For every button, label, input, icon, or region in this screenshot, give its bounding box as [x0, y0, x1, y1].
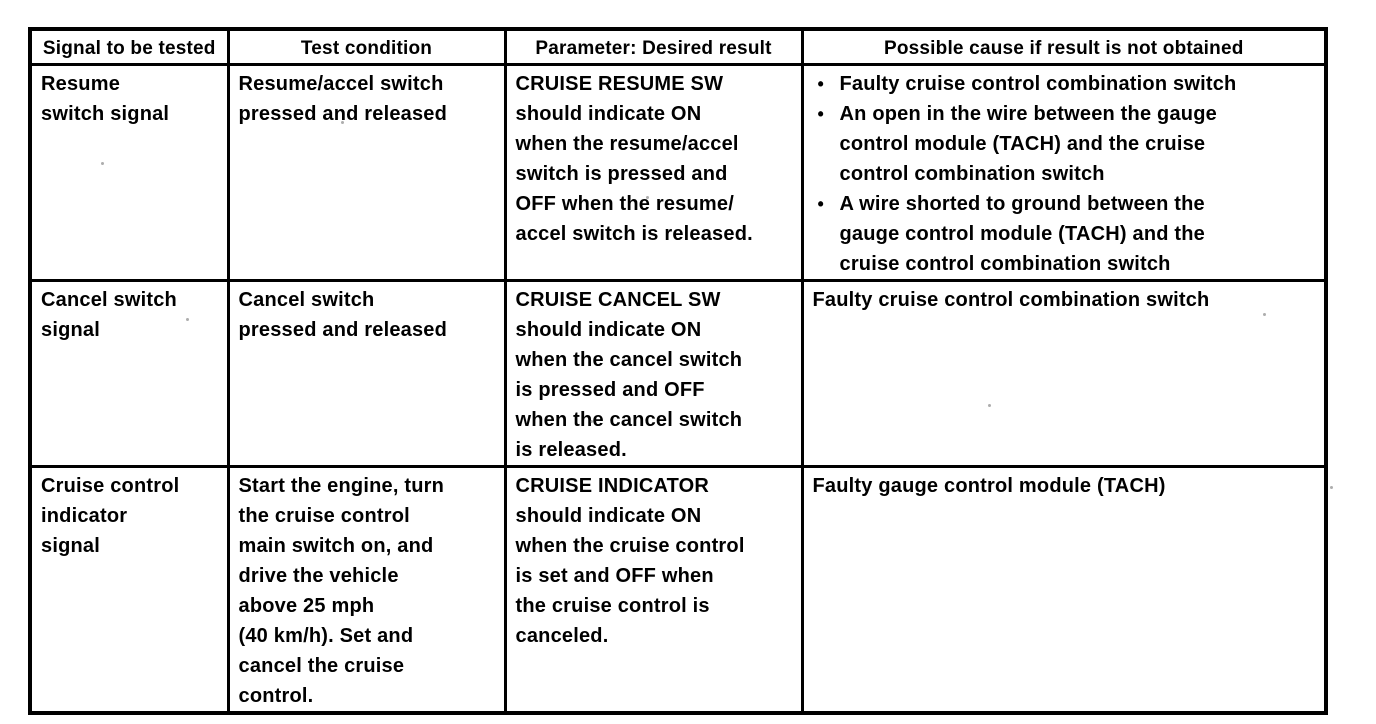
cell-test-condition: Cancel switch pressed and released: [226, 279, 507, 468]
scan-speckle: [1330, 486, 1333, 489]
scan-speckle: [590, 420, 593, 423]
cause-text: A wire shorted to ground between the gau…: [839, 193, 1206, 275]
cell-desired-result: CRUISE CANCEL SW should indicate ON when…: [503, 279, 804, 468]
signal-text: Cruise control indicator signal: [41, 475, 180, 557]
cause-text: Faulty gauge control module (TACH): [812, 475, 1166, 497]
cause-list: • Faulty cruise control combination swit…: [813, 69, 1319, 278]
condition-text: Resume/accel switch pressed and released: [238, 73, 448, 125]
table-row-cancel-switch: Cancel switch signal Cancel switch press…: [28, 279, 1328, 468]
bullet-marker: •: [817, 194, 825, 214]
cause-text: Faulty cruise control combination switch: [839, 73, 1237, 95]
scan-speckle: [988, 404, 991, 407]
header-signal-to-be-tested: Signal to be tested: [28, 27, 230, 66]
troubleshooting-table: Signal to be tested Test condition Param…: [28, 27, 1328, 715]
cell-desired-result: CRUISE INDICATOR should indicate ON when…: [503, 465, 804, 715]
cell-possible-cause: • Faulty cruise control combination swit…: [800, 63, 1328, 282]
header-possible-cause: Possible cause if result is not obtained: [800, 27, 1328, 66]
result-text: CRUISE CANCEL SW should indicate ON when…: [515, 289, 743, 461]
cause-text: Faulty cruise control combination switch: [812, 289, 1210, 311]
header-test-condition: Test condition: [226, 27, 507, 66]
cause-item: • A wire shorted to ground between the g…: [813, 189, 1319, 278]
scan-speckle: [646, 196, 649, 199]
cell-signal: Cancel switch signal: [28, 279, 230, 468]
scan-speckle: [101, 162, 104, 165]
cell-possible-cause: Faulty cruise control combination switch: [800, 279, 1328, 468]
cell-possible-cause: Faulty gauge control module (TACH): [800, 465, 1328, 715]
table-header-row: Signal to be tested Test condition Param…: [28, 27, 1328, 66]
cell-desired-result: CRUISE RESUME SW should indicate ON when…: [503, 63, 804, 282]
signal-text: Cancel switch signal: [41, 289, 177, 341]
cause-item: • An open in the wire between the gauge …: [813, 99, 1319, 189]
table-row-cruise-indicator: Cruise control indicator signal Start th…: [28, 465, 1328, 715]
result-text: CRUISE INDICATOR should indicate ON when…: [515, 475, 745, 647]
cell-test-condition: Resume/accel switch pressed and released: [226, 63, 507, 282]
header-parameter-desired-result: Parameter: Desired result: [503, 27, 804, 66]
cause-text: An open in the wire between the gauge co…: [839, 103, 1217, 185]
cause-item: • Faulty cruise control combination swit…: [813, 69, 1319, 99]
table-row-resume-switch: Resume switch signal Resume/accel switch…: [28, 63, 1328, 282]
scan-speckle: [186, 318, 189, 321]
cell-signal: Resume switch signal: [28, 63, 230, 282]
bullet-marker: •: [817, 104, 825, 124]
scan-speckle: [1263, 313, 1266, 316]
bullet-marker: •: [817, 74, 825, 94]
condition-text: Start the engine, turn the cruise contro…: [238, 475, 445, 707]
cell-signal: Cruise control indicator signal: [28, 465, 230, 715]
condition-text: Cancel switch pressed and released: [238, 289, 448, 341]
scan-speckle: [341, 121, 344, 124]
signal-text: Resume switch signal: [41, 73, 170, 125]
result-text: CRUISE RESUME SW should indicate ON when…: [515, 73, 753, 245]
cell-test-condition: Start the engine, turn the cruise contro…: [226, 465, 507, 715]
